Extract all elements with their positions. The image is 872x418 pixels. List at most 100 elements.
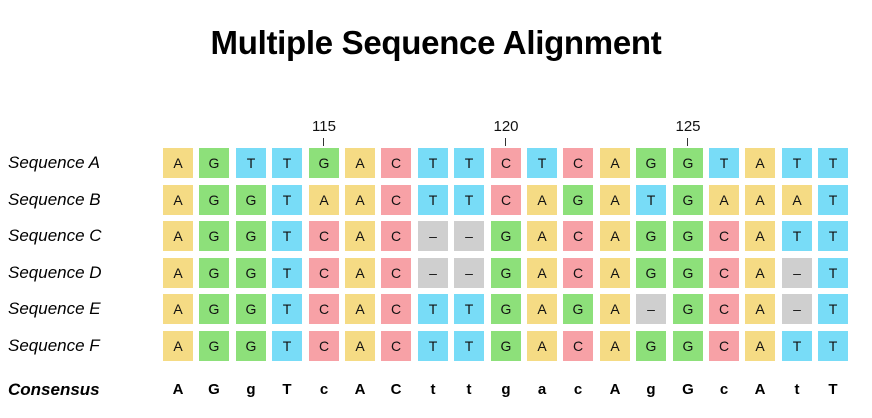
residue-cell: C [381, 258, 411, 288]
consensus-residue: t [466, 381, 472, 398]
residue-cell: A [345, 294, 375, 324]
residue-cell: G [199, 221, 229, 251]
consensus-residue: G [208, 381, 220, 398]
residue-cell: A [163, 221, 193, 251]
residue-cell: G [673, 148, 703, 178]
residue-cell: C [709, 331, 739, 361]
residue-cell: C [709, 294, 739, 324]
residue-cell: C [309, 331, 339, 361]
residue-cell: A [309, 185, 339, 215]
residue-cell: C [309, 294, 339, 324]
residue-cell: G [236, 221, 266, 251]
residue-cell: – [418, 221, 448, 251]
residue-cell: T [272, 258, 302, 288]
residue-cell: A [527, 185, 557, 215]
consensus-residue: g [501, 381, 511, 398]
residue-cell: T [782, 148, 812, 178]
ruler-tick-label: 120 [493, 118, 519, 135]
sequence-label: Sequence D [8, 263, 102, 282]
sequence-label: Sequence F [8, 336, 100, 355]
residue-cell: A [709, 185, 739, 215]
residue-cell: T [454, 148, 484, 178]
residue-cell: T [454, 331, 484, 361]
residue-cell: A [345, 148, 375, 178]
residue-cell: C [563, 148, 593, 178]
residue-cell: – [454, 258, 484, 288]
residue-cell: C [381, 294, 411, 324]
sequence-label: Sequence C [8, 226, 102, 245]
residue-cell: G [673, 258, 703, 288]
residue-cell: G [563, 294, 593, 324]
sequence-label: Sequence B [8, 190, 101, 209]
residue-cell: G [199, 331, 229, 361]
residue-cell: G [491, 221, 521, 251]
residue-cell: A [527, 258, 557, 288]
residue-cell: A [600, 221, 630, 251]
residue-cell: – [454, 221, 484, 251]
residue-cell: T [418, 331, 448, 361]
residue-cell: T [818, 258, 848, 288]
residue-cell: A [600, 331, 630, 361]
residue-cell: T [782, 331, 812, 361]
residue-cell: G [199, 185, 229, 215]
consensus-residue: A [754, 381, 766, 398]
sequence-label: Sequence A [8, 153, 100, 172]
residue-cell: C [563, 331, 593, 361]
residue-cell: C [309, 221, 339, 251]
residue-cell: A [745, 148, 775, 178]
ruler-tick: 125 [673, 118, 703, 146]
residue-cell: T [454, 185, 484, 215]
residue-cell: G [491, 258, 521, 288]
residue-cell: G [236, 258, 266, 288]
residue-cell: T [418, 185, 448, 215]
residue-cell: G [636, 258, 666, 288]
residue-cell: C [381, 148, 411, 178]
residue-cell: T [709, 148, 739, 178]
residue-cell: A [600, 258, 630, 288]
residue-cell: G [236, 331, 266, 361]
residue-cell: A [745, 221, 775, 251]
consensus-residue: g [246, 381, 256, 398]
residue-cell: G [563, 185, 593, 215]
residue-cell: A [163, 185, 193, 215]
ruler-tick-mark [323, 138, 324, 146]
residue-cell: G [199, 294, 229, 324]
residue-cell: T [272, 331, 302, 361]
residue-cell: – [782, 294, 812, 324]
residue-cell: T [818, 148, 848, 178]
residue-cell: C [309, 258, 339, 288]
consensus-residue: t [794, 381, 800, 398]
residue-cell: C [563, 258, 593, 288]
residue-cell: C [563, 221, 593, 251]
residue-cell: A [527, 294, 557, 324]
residue-cell: G [199, 258, 229, 288]
ruler-tick: 120 [491, 118, 521, 146]
residue-cell: A [527, 331, 557, 361]
consensus-residue: g [646, 381, 656, 398]
residue-cell: A [600, 185, 630, 215]
residue-cell: T [236, 148, 266, 178]
residue-cell: T [636, 185, 666, 215]
residue-cell: T [272, 221, 302, 251]
residue-cell: A [345, 258, 375, 288]
residue-cell: G [636, 148, 666, 178]
residue-cell: G [491, 331, 521, 361]
residue-cell: A [745, 185, 775, 215]
residue-cell: G [236, 185, 266, 215]
residue-cell: T [272, 148, 302, 178]
residue-cell: G [673, 185, 703, 215]
residue-cell: A [745, 258, 775, 288]
consensus-residue: A [172, 381, 184, 398]
ruler-tick-label: 115 [312, 118, 336, 135]
residue-cell: C [709, 258, 739, 288]
ruler-tick: 115 [309, 118, 339, 146]
residue-cell: T [527, 148, 557, 178]
consensus-residue: G [682, 381, 694, 398]
residue-cell: G [636, 221, 666, 251]
residue-cell: A [745, 294, 775, 324]
residue-cell: C [381, 331, 411, 361]
residue-cell: C [709, 221, 739, 251]
residue-cell: G [673, 221, 703, 251]
residue-cell: T [782, 221, 812, 251]
ruler-tick-mark [505, 138, 506, 146]
